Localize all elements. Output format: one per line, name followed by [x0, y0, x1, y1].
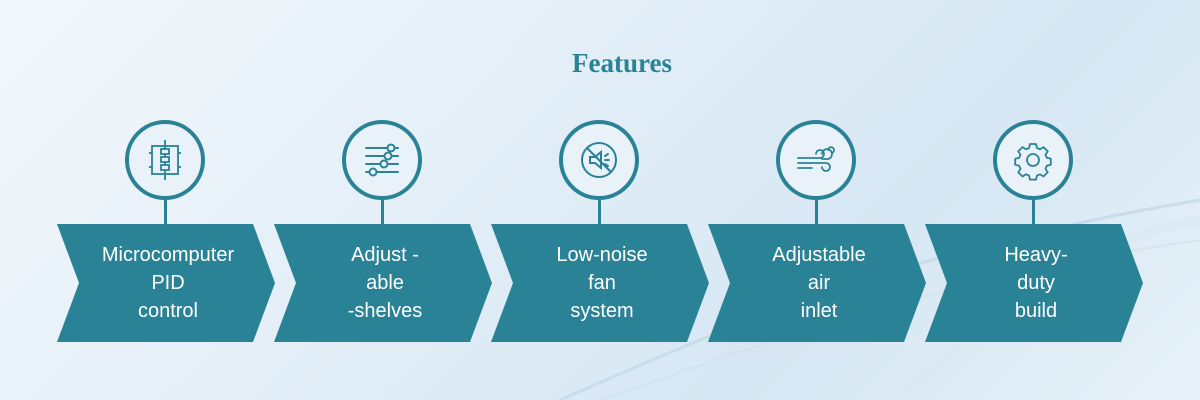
- sliders-icon: [365, 143, 399, 177]
- step-pid-control: Microcomputer PID control: [57, 120, 275, 342]
- step-label: Microcomputer PID control: [101, 244, 235, 322]
- step-adjustable-air-inlet: Adjustable air inlet: [708, 120, 926, 342]
- step-connector: [815, 200, 818, 225]
- step-arrow: Heavy- duty build: [925, 224, 1143, 342]
- step-badge: [125, 120, 205, 200]
- step-label: Adjustable air inlet: [772, 244, 866, 322]
- step-low-noise-fan: Low-noise fan system: [491, 120, 709, 342]
- step-badge: [342, 120, 422, 200]
- step-arrow: Microcomputer PID control: [57, 224, 275, 342]
- gear-icon: [1014, 143, 1052, 181]
- wind-icon: [797, 146, 835, 172]
- step-connector: [1032, 200, 1035, 225]
- step-label: Low-noise fan system: [556, 244, 648, 322]
- step-badge: [559, 120, 639, 200]
- step-connector: [598, 200, 601, 225]
- step-badge: [993, 120, 1073, 200]
- step-label: Heavy- duty build: [1004, 244, 1068, 322]
- pid-control-icon: [149, 140, 181, 180]
- step-connector: [164, 200, 167, 225]
- step-arrow: Adjust - able -shelves: [274, 224, 492, 342]
- step-connector: [381, 200, 384, 225]
- step-arrow: Low-noise fan system: [491, 224, 709, 342]
- step-adjustable-shelves: Adjust - able -shelves: [274, 120, 492, 342]
- mute-speaker-icon: [581, 142, 617, 178]
- step-label: Adjust - able -shelves: [347, 244, 423, 322]
- step-badge: [776, 120, 856, 200]
- step-arrow: Adjustable air inlet: [708, 224, 926, 342]
- step-heavy-duty-build: Heavy- duty build: [925, 120, 1143, 342]
- page-title: Features: [572, 48, 672, 78]
